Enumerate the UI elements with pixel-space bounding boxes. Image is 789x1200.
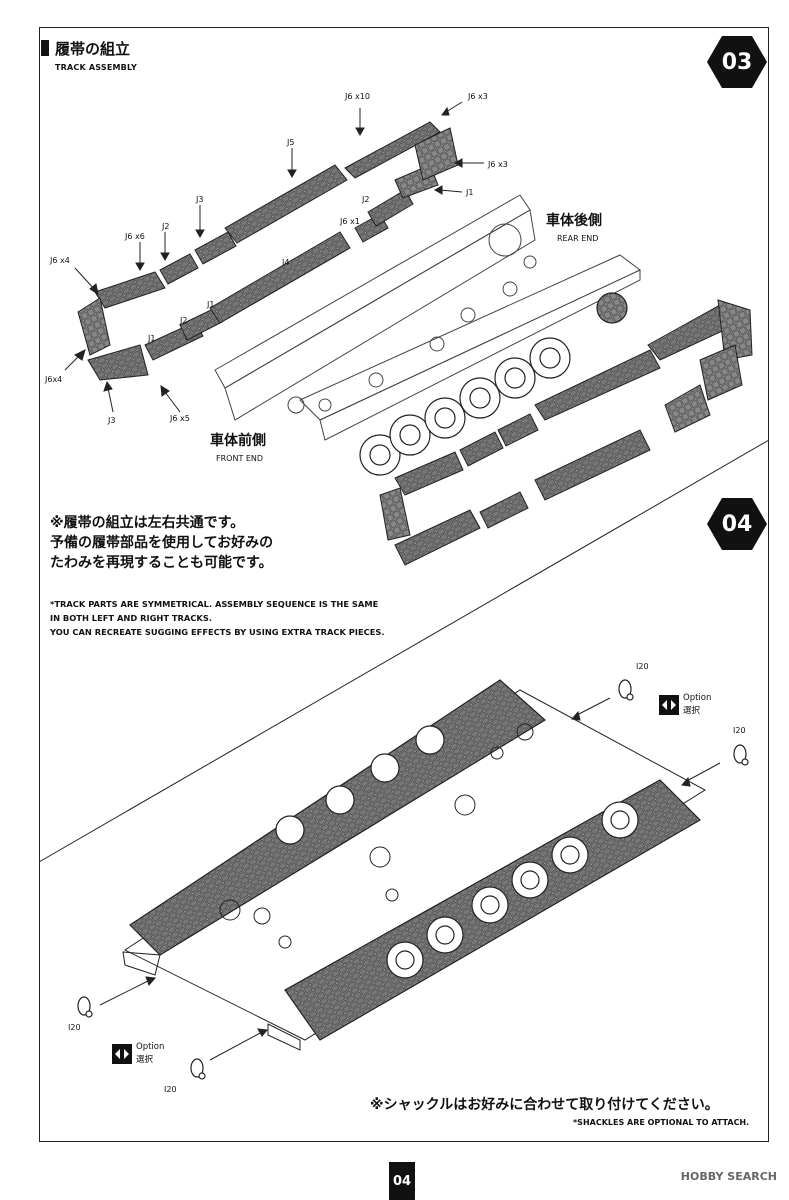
part-label-j6x3-top: J6 x3 xyxy=(468,92,488,101)
part-label-j2-top: J2 xyxy=(162,222,170,231)
part-label-j1-low: J1 xyxy=(148,334,156,343)
assembled-hull xyxy=(122,679,706,1051)
option-label-jp: 選択 xyxy=(683,706,701,716)
front-end-label-en: FRONT END xyxy=(216,454,264,463)
track-note-en-line1: *TRACK PARTS ARE SYMMETRICAL. ASSEMBLY S… xyxy=(50,599,379,609)
right-track-exploded xyxy=(379,299,753,566)
road-wheels xyxy=(359,292,628,476)
shackle-parts xyxy=(77,679,749,1080)
shackle-note-jp: ※シャックルはお好みに合わせて取り付けてください。 xyxy=(370,1097,719,1113)
part-label-j6x10: J6 x10 xyxy=(345,92,370,101)
track-note-jp-line2: 予備の履帯部品を使用してお好みの xyxy=(50,535,274,551)
part-label-j6x3-mid: J6 x3 xyxy=(488,160,508,169)
option-label-jp: 選択 xyxy=(136,1055,154,1065)
part-label-j6x6: J6 x6 xyxy=(125,232,145,241)
part-label-j6x5: J6 x5 xyxy=(170,414,190,423)
track-note-en: *TRACK PARTS ARE SYMMETRICAL. ASSEMBLY S… xyxy=(50,597,385,639)
watermark-logo: HOBBY SEARCH xyxy=(680,1170,777,1183)
part-label-j2-mid: J2 xyxy=(180,316,188,325)
part-label-j1-mid: J1 xyxy=(207,300,215,309)
diagonal-divider xyxy=(38,439,770,863)
callout-arrows-step4 xyxy=(99,697,721,1061)
part-label-j4: J4 xyxy=(282,258,290,267)
track-note-jp: ※履帯の組立は左右共通です。 予備の履帯部品を使用してお好みの たわみを再現する… xyxy=(50,513,273,573)
rear-end-label-en: REAR END xyxy=(557,234,599,243)
option-label-en: Option xyxy=(683,693,712,703)
part-label-j6x4-upper: J6 x4 xyxy=(50,256,70,265)
track-note-en-line2: IN BOTH LEFT AND RIGHT TRACKS. xyxy=(50,613,212,623)
front-end-label-jp: 車体前側 xyxy=(210,433,266,449)
option-marker-left: Option 選択 xyxy=(112,1041,164,1067)
shackle-note-en: *SHACKLES ARE OPTIONAL TO ATTACH. xyxy=(573,1118,750,1127)
part-label-i20-b: I20 xyxy=(733,726,746,735)
option-label-en: Option xyxy=(136,1042,165,1052)
callout-arrows-step3 xyxy=(64,101,484,413)
part-label-i20-a: I20 xyxy=(636,662,649,671)
part-label-i20-d: I20 xyxy=(164,1085,177,1094)
part-label-j6x4-lower: J6x4 xyxy=(45,375,63,384)
part-label-j2-right: J2 xyxy=(362,195,370,204)
hull-body xyxy=(214,194,641,441)
part-label-j5: J5 xyxy=(287,138,295,147)
track-note-jp-line3: たわみを再現することも可能です。 xyxy=(50,555,273,571)
page-number: 04 xyxy=(389,1162,415,1200)
page-frame xyxy=(39,27,769,1142)
part-label-j1-top: J1 xyxy=(466,188,474,197)
part-label-i20-c: I20 xyxy=(68,1023,81,1032)
section-title-jp: 履帯の組立 xyxy=(55,40,131,58)
option-marker-right: Option 選択 xyxy=(659,692,711,718)
track-note-jp-line1: ※履帯の組立は左右共通です。 xyxy=(50,515,245,531)
section-title-en: TRACK ASSEMBLY xyxy=(55,63,137,72)
rear-end-label-jp: 車体後側 xyxy=(546,213,602,229)
part-label-j6x1: J6 x1 xyxy=(340,217,360,226)
left-track-exploded xyxy=(77,121,459,381)
part-label-j3-top: J3 xyxy=(196,195,204,204)
option-arrows-icon xyxy=(112,1044,132,1064)
option-arrows-icon xyxy=(659,695,679,715)
part-label-j3-low: J3 xyxy=(108,416,116,425)
track-note-en-line3: YOU CAN RECREATE SUGGING EFFECTS BY USIN… xyxy=(50,627,385,637)
header-marker xyxy=(41,40,49,56)
